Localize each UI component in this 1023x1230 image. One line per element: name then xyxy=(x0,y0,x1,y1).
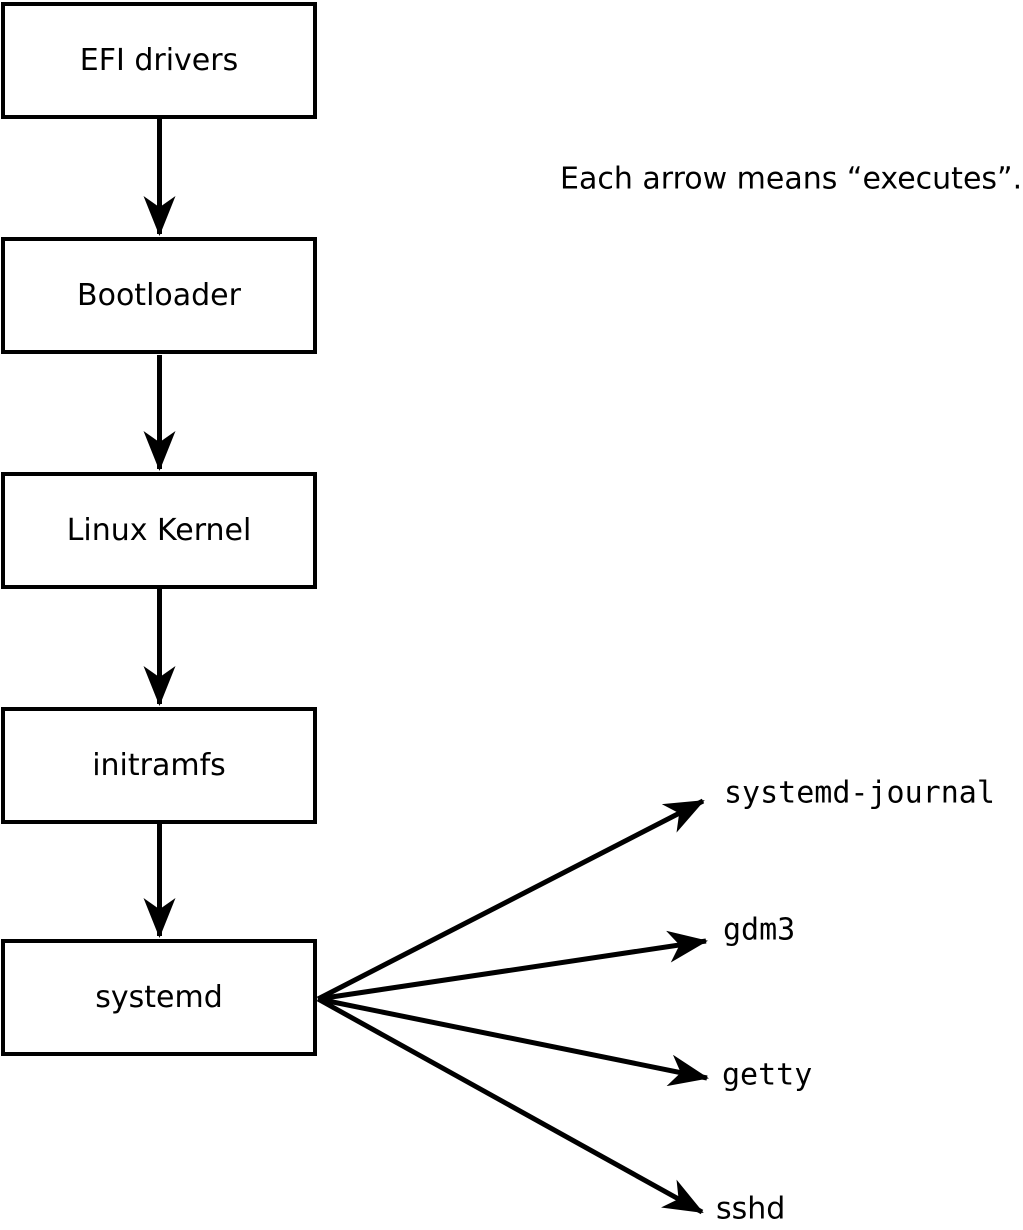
node-bootloader: Bootloader xyxy=(1,237,317,354)
node-initramfs-label: initramfs xyxy=(92,748,226,783)
node-systemd: systemd xyxy=(1,939,317,1056)
arrow-systemd-to-journal xyxy=(316,798,705,1002)
arrow-systemd-to-gdm3 xyxy=(317,930,708,1002)
node-initramfs: initramfs xyxy=(1,707,317,824)
node-getty: getty xyxy=(722,1057,813,1093)
node-linux-kernel: Linux Kernel xyxy=(1,472,317,589)
legend-note: Each arrow means “executes”. xyxy=(560,161,1023,197)
node-systemd-label: systemd xyxy=(95,980,223,1015)
node-bootloader-label: Bootloader xyxy=(77,278,241,313)
arrow-systemd-to-sshd xyxy=(316,996,704,1215)
node-systemd-journal: systemd-journal xyxy=(724,775,995,811)
node-linux-kernel-label: Linux Kernel xyxy=(66,513,252,548)
node-efi-drivers-label: EFI drivers xyxy=(79,43,239,78)
arrow-systemd-to-getty xyxy=(317,996,709,1087)
node-efi-drivers: EFI drivers xyxy=(1,2,317,119)
node-sshd: sshd xyxy=(716,1191,786,1227)
node-gdm3: gdm3 xyxy=(723,912,796,948)
